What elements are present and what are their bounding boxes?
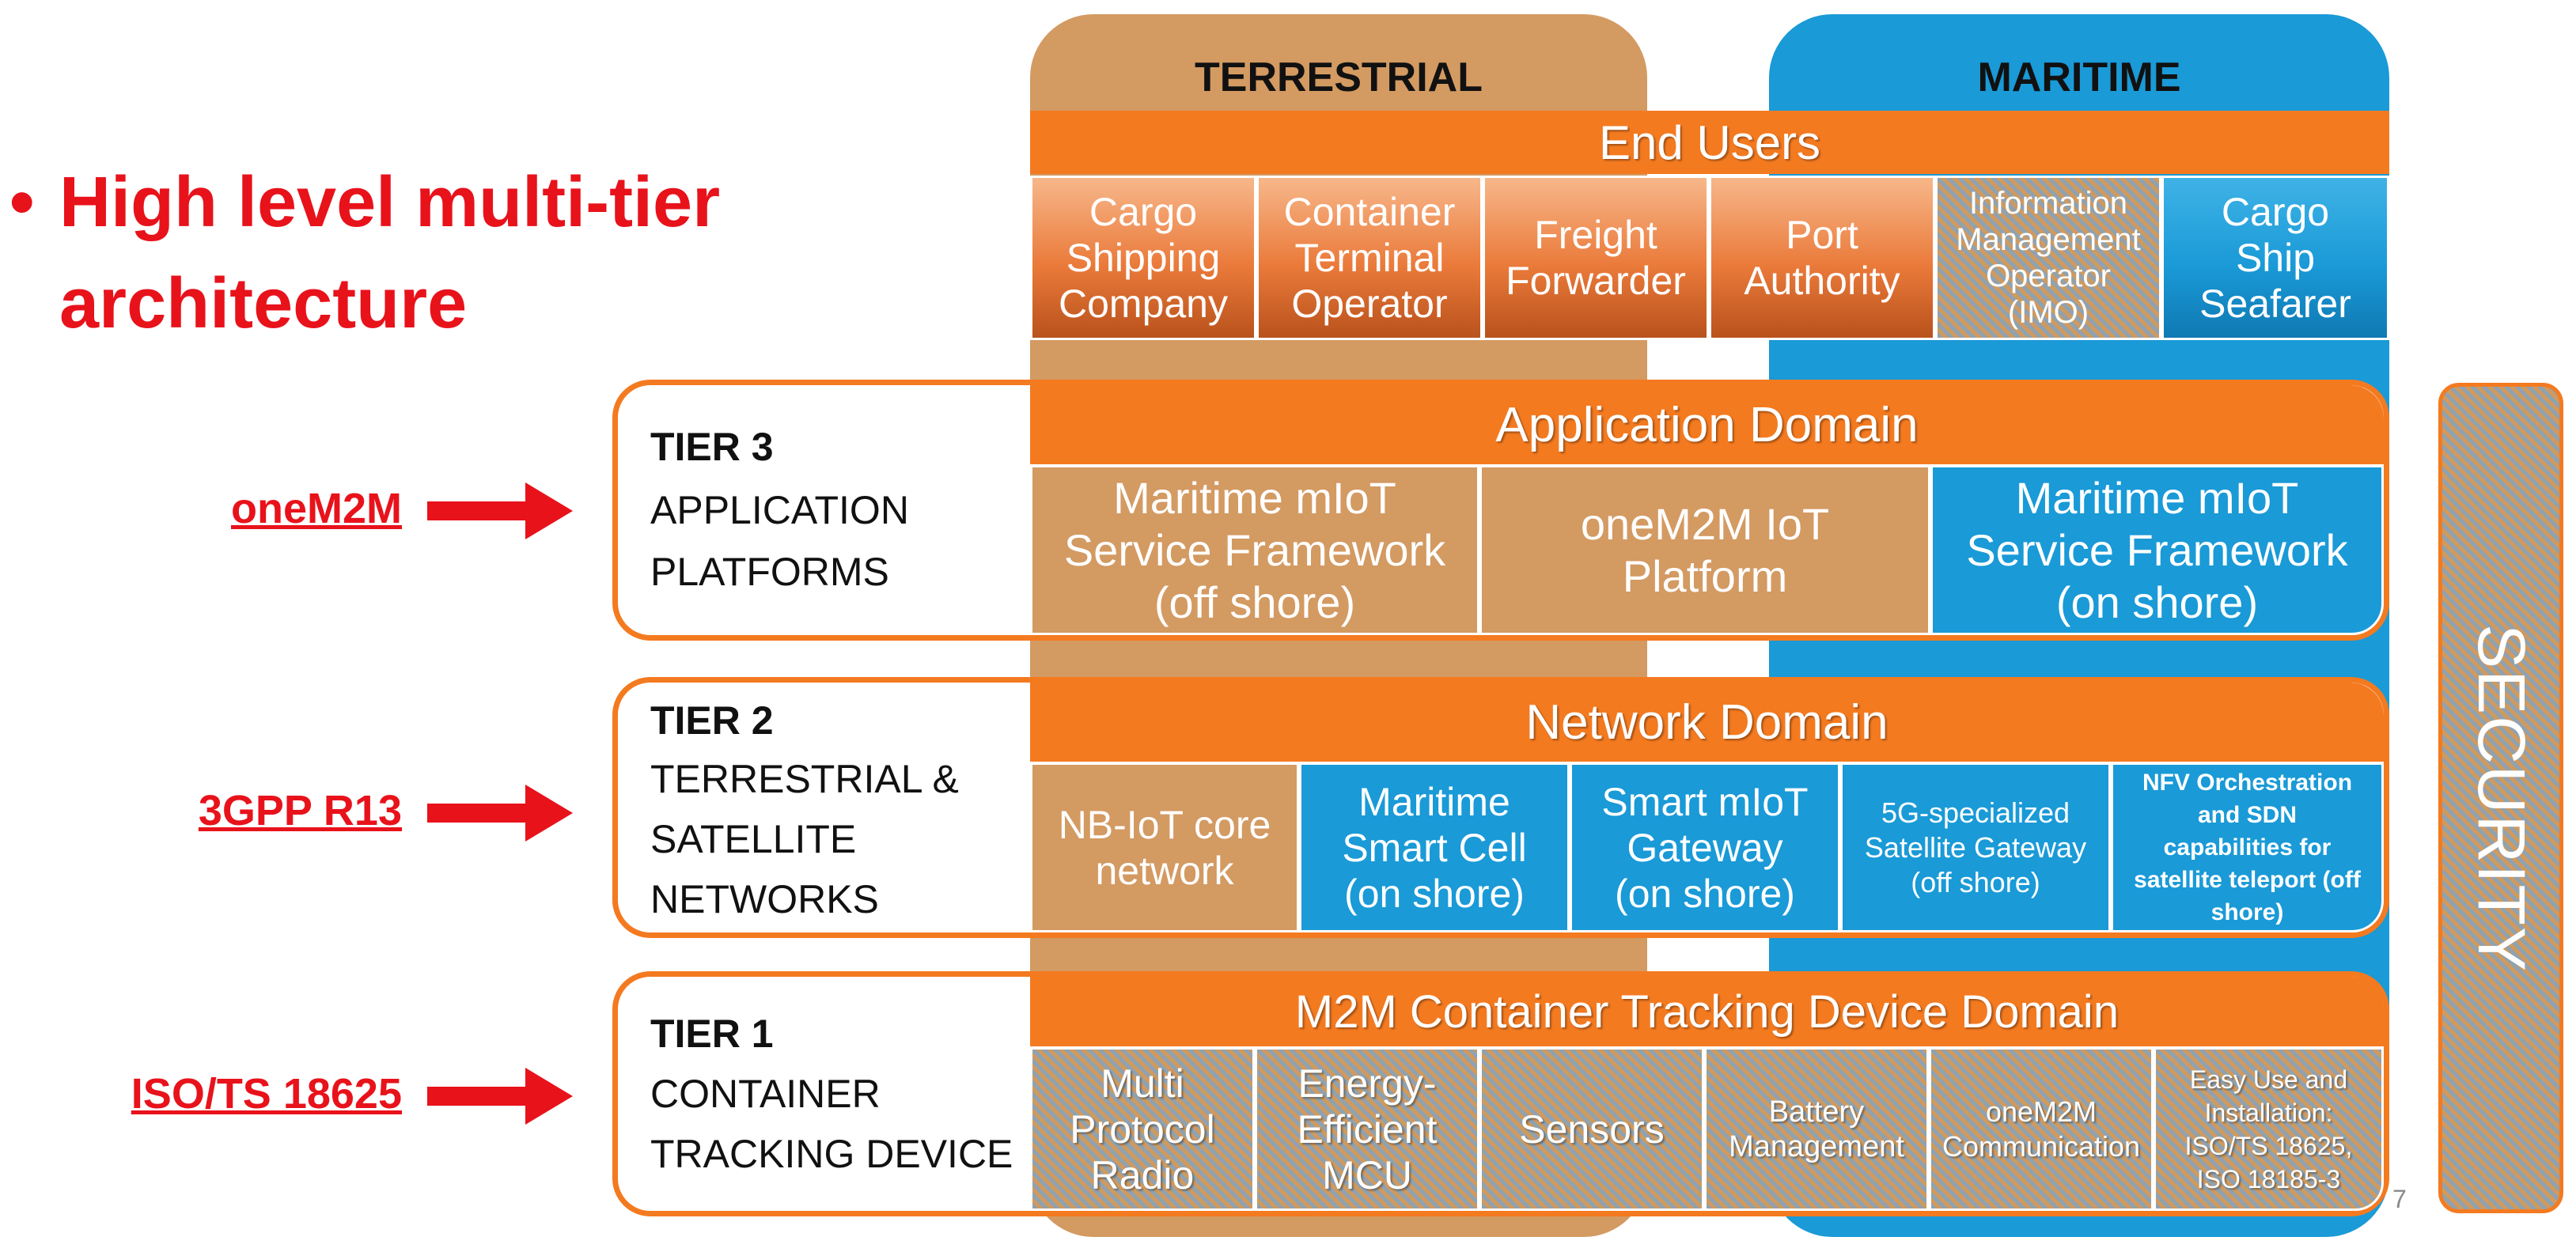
slide-title-line1: High level multi-tier xyxy=(59,163,721,242)
device-cell-mcu: Energy-Efficient MCU xyxy=(1255,1047,1479,1211)
end-user-cell: Freight Forwarder xyxy=(1483,176,1709,340)
slide-title-line2: architecture xyxy=(59,264,468,343)
device-cell-installation: Easy Use and Installation: ISO/TS 18625,… xyxy=(2154,1047,2384,1211)
device-cell-onem2m-comm: oneM2M Communication xyxy=(1929,1047,2154,1211)
security-bar: SECURITY xyxy=(2438,383,2563,1213)
device-cell-battery: Battery Management xyxy=(1704,1047,1929,1211)
arrow-tier2 xyxy=(427,785,574,842)
application-domain-header: Application Domain xyxy=(1030,385,2384,464)
tier1-name: TIER 1 xyxy=(650,1012,774,1056)
end-user-cell: Container Terminal Operator xyxy=(1256,176,1483,340)
tier2-line3: NETWORKS xyxy=(650,877,879,921)
end-user-cell: Port Authority xyxy=(1709,176,1935,340)
arrow-tier3 xyxy=(427,482,574,539)
end-user-cell-imo: Information Management Operator (IMO) xyxy=(1935,176,2161,340)
net-cell-nbiot: NB-IoT core network xyxy=(1030,762,1299,932)
tier3-name: TIER 3 xyxy=(650,425,774,469)
standard-label-iso: ISO/TS 18625 xyxy=(131,1070,402,1118)
security-label: SECURITY xyxy=(2464,623,2539,973)
tier1-line1: CONTAINER xyxy=(650,1072,881,1116)
standard-label-3gpp: 3GPP R13 xyxy=(198,787,402,834)
app-cell-onem2m-platform: oneM2M IoT Platform xyxy=(1479,465,1930,635)
device-cell-sensors: Sensors xyxy=(1479,1047,1704,1211)
app-cell-offshore: Maritime mIoT Service Framework (off sho… xyxy=(1030,465,1479,635)
end-user-cell: Cargo Ship Seafarer xyxy=(2161,176,2389,340)
app-cell-onshore: Maritime mIoT Service Framework (on shor… xyxy=(1930,465,2384,635)
tier2-line1: TERRESTRIAL & xyxy=(650,757,959,801)
network-domain-header: Network Domain xyxy=(1030,683,2384,762)
page-number: 7 xyxy=(2392,1185,2407,1213)
tier1-line2: TRACKING DEVICE xyxy=(650,1132,1013,1176)
tier3-line2: PLATFORMS xyxy=(650,550,889,594)
slide-bullet: • xyxy=(9,163,35,242)
device-cell-radio: Multi Protocol Radio xyxy=(1030,1047,1255,1211)
net-cell-5g-satellite: 5G-specialized Satellite Gateway (off sh… xyxy=(1840,762,2111,932)
device-domain-header: M2M Container Tracking Device Domain xyxy=(1030,977,2384,1046)
tier3-line1: APPLICATION xyxy=(650,488,909,532)
net-cell-miot-gateway: Smart mIoT Gateway (on shore) xyxy=(1570,762,1840,932)
terrestrial-header: TERRESTRIAL xyxy=(1195,55,1483,100)
tier2-line2: SATELLITE xyxy=(650,817,857,861)
net-cell-smart-cell: Maritime Smart Cell (on shore) xyxy=(1299,762,1570,932)
maritime-header: MARITIME xyxy=(1977,55,2181,100)
net-cell-nfv-sdn: NFV Orchestration and SDN capabilities f… xyxy=(2111,762,2384,932)
arrow-tier1 xyxy=(427,1068,574,1125)
standard-label-onem2m: oneM2M xyxy=(231,485,402,532)
end-user-cell: Cargo Shipping Company xyxy=(1030,176,1256,340)
end-users-header: End Users xyxy=(1030,111,2389,174)
tier2-name: TIER 2 xyxy=(650,698,774,743)
